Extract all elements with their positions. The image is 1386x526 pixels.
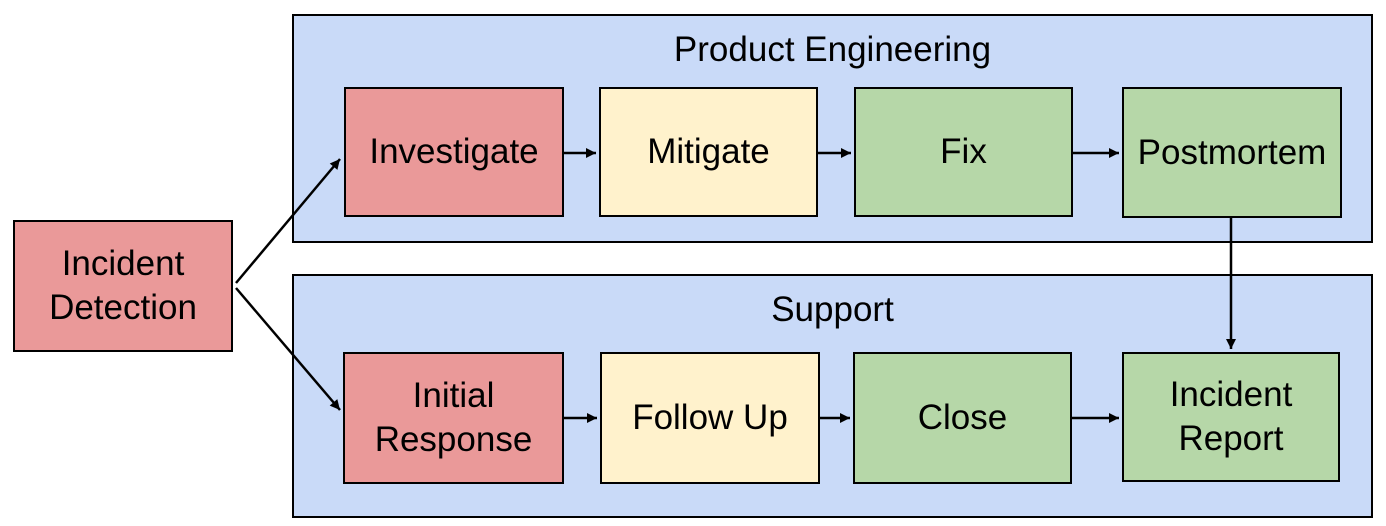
node-follow-up: Follow Up [600,352,820,484]
node-postmortem: Postmortem [1122,87,1342,218]
node-close: Close [853,352,1072,484]
node-mitigate: Mitigate [599,87,818,217]
node-fix: Fix [854,87,1073,217]
node-incident-detection: Incident Detection [13,220,233,352]
node-initial-response: Initial Response [343,352,564,484]
lane-product-engineering-title: Product Engineering [673,30,992,69]
node-incident-report: Incident Report [1122,352,1340,482]
node-investigate: Investigate [344,87,564,217]
lane-support-title: Support [771,290,894,329]
